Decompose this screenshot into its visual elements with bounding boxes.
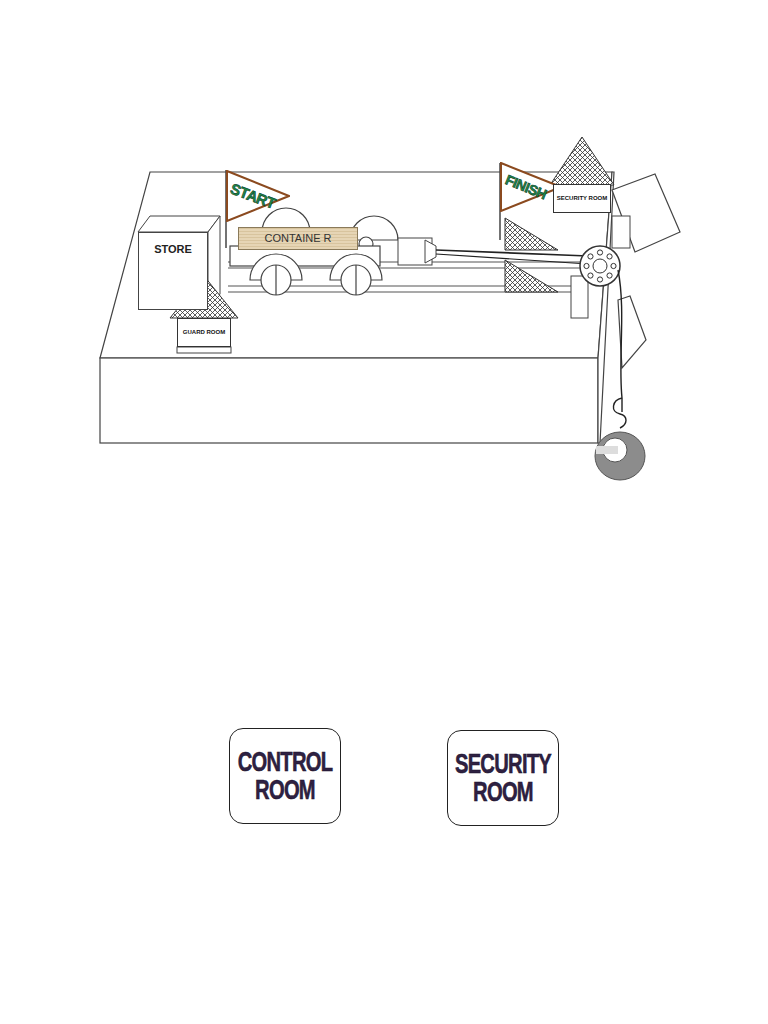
table-top (100, 172, 612, 358)
guard-room-box: GUARD ROOM (177, 318, 231, 347)
pulley-hole (611, 263, 616, 268)
hut-base (177, 347, 231, 353)
cord (436, 254, 588, 264)
security-room-box: SECURITY ROOM (553, 184, 612, 213)
hanging-string (618, 270, 622, 412)
pulley-hole (597, 250, 602, 255)
start-flag: START (226, 170, 290, 222)
box-label: SECURITY ROOM (557, 195, 608, 202)
pulley-wheel (580, 246, 620, 286)
box-label: CONTAINE R (264, 232, 331, 245)
table-front (100, 358, 598, 443)
weight-slot (596, 446, 618, 454)
pulley-hole (588, 273, 593, 278)
store-box: STORE (138, 232, 208, 310)
control-room-sign: CONTROL ROOM (229, 728, 341, 824)
spoke (275, 265, 276, 295)
pulley-hub (593, 259, 607, 273)
front-wheel (261, 265, 291, 295)
pulley (580, 246, 620, 286)
pulley-hole (607, 254, 612, 259)
pulley-hole (597, 277, 602, 282)
side-panel (612, 174, 680, 252)
pulley-hole (588, 254, 593, 259)
box-label: STORE (154, 243, 192, 256)
security-room-sign: SECURITY ROOM (447, 730, 559, 826)
spoke (355, 265, 356, 295)
sign-text: SECURITY ROOM (453, 750, 554, 806)
pulley-hole (584, 263, 589, 268)
front-wheel (341, 265, 371, 295)
coupler-cone (425, 240, 436, 263)
flag-shape (227, 171, 289, 221)
table (100, 172, 680, 443)
box-label: GUARD ROOM (183, 329, 225, 336)
weight (595, 432, 645, 480)
bracket (571, 276, 588, 318)
hatched-ramp (505, 260, 558, 292)
container: CONTAINE R (238, 227, 358, 250)
pulley-hole (607, 273, 612, 278)
bracket (612, 216, 630, 248)
store-top (138, 216, 220, 232)
hut-roof (550, 137, 614, 185)
sign-text: CONTROL ROOM (235, 748, 336, 804)
cart (230, 208, 398, 295)
hatched-ramp (505, 218, 558, 250)
hook (613, 398, 626, 428)
